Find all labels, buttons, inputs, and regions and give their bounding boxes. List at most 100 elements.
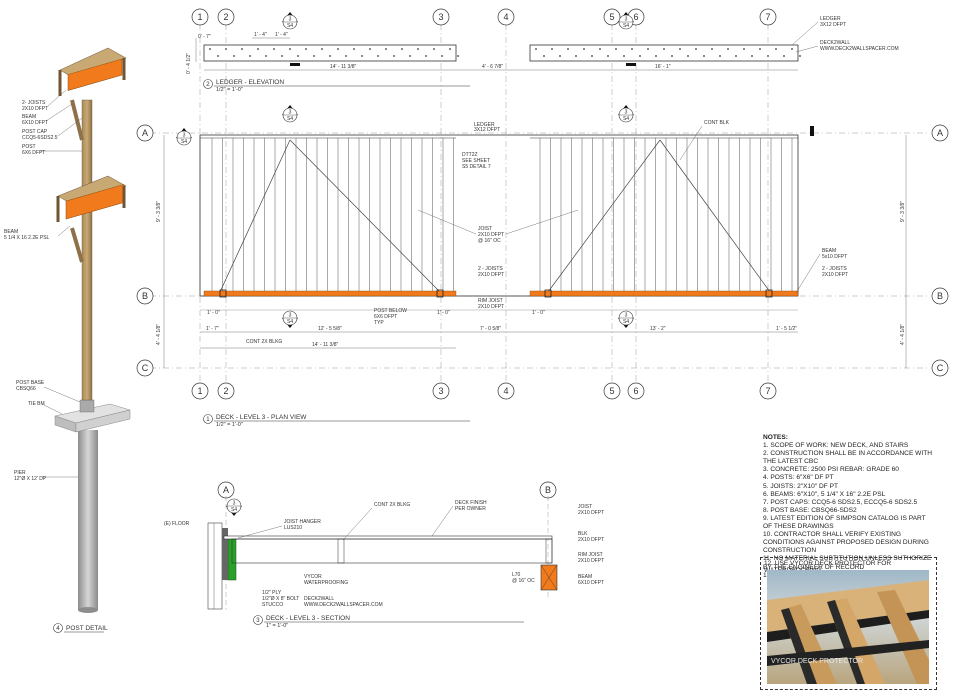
section-marker-6: 3S4 [618, 310, 634, 328]
sec-vycor: VYCOR [304, 574, 322, 580]
elev-dim-1: 1' - 4" [254, 32, 267, 38]
post-post: POST [22, 144, 36, 150]
elev-dim-2: 1' - 4" [275, 32, 288, 38]
section-grid-a: A [223, 485, 229, 495]
plan-dim-left-2: 4' - 4 1/8" [156, 324, 162, 345]
sec-scale: 1" = 1'-0" [266, 623, 288, 629]
notes-heading: NOTES: [763, 434, 788, 441]
section-marker-num: 3 [625, 17, 628, 23]
sec-stucco: STUCCO [262, 602, 283, 608]
plan-dim-a: 1' - 0" [207, 310, 220, 316]
grid-bottom-7: 7 [765, 386, 770, 396]
sec-bolt: 1/2"Ø X 8" BOLT [262, 596, 299, 602]
note-line: 3. CONCRETE: 2500 PSI REBAR: GRADE 60 [763, 466, 899, 474]
post-beam-psl-2: 5 1/4 X 16 2.2E PSL [4, 235, 50, 241]
sec-l70: L70 [512, 572, 521, 578]
waterproofing-box: 12. USE VYCOR DECK PROTECTOR FOR WATERPR… [760, 557, 937, 690]
sec-blk: BLK [578, 531, 588, 537]
sec-finish: DECK FINISH [455, 500, 487, 506]
note-line: OF THESE DRAWINGS [763, 523, 834, 531]
note-line: 2. CONSTRUCTION SHALL BE IN ACCORDANCE W… [763, 450, 933, 458]
plan-post-below: POST BELOW [374, 308, 407, 314]
elev-dim-7: 16' - 1" [655, 64, 671, 70]
plan-post-below-3: TYP [374, 320, 384, 326]
plan-dim-j: 14' - 11 3/8" [312, 342, 338, 348]
post-joists: 2- JOISTS [22, 100, 46, 106]
deck-section: (E) FLOOR JOIST HANGER LUS210 CONT 2X BL… [164, 496, 604, 629]
grid-bottom-3: 3 [438, 386, 443, 396]
plan-dtt: DTT2Z [462, 152, 478, 158]
sec-vycor-2: WATERPROOFING [304, 580, 348, 586]
plan-dim-i: 1' - 5 1/2" [776, 326, 797, 332]
plan-dim-b: 1' - 0" [437, 310, 450, 316]
note-line: CONDITIONS AGAINST PROPOSED DESIGN DURIN… [763, 539, 929, 547]
section-marker-sheet: S4 [623, 23, 629, 29]
grid-row-right-0: A [937, 128, 943, 138]
post-tie: TIE BM [28, 401, 45, 407]
photo-brand-text: VYCOR DECK PROTECTOR [771, 658, 863, 665]
grid-top-4: 4 [503, 12, 508, 22]
post-beam-2: 6X10 DFPT [22, 120, 48, 126]
section-marker-sheet: S4 [287, 116, 293, 122]
elev-ledger-size: 3X12 DFPT [820, 22, 846, 28]
post-base-2: CBSQ66 [16, 386, 36, 392]
note-line: 4. POSTS: 6"X6" DF PT [763, 474, 834, 482]
sec-beam: BEAM [578, 574, 592, 580]
plan-title: DECK - LEVEL 3 - PLAN VIEW [216, 414, 307, 421]
note-line: 6. BEAMS: 6"X10", 5 1/4" X 16" 2.2E PSL [763, 490, 886, 498]
note-line: 5. JOISTS: 2"X10" DF PT [763, 482, 839, 490]
ledger-elevation: 14' - 11 3/8" 4' - 6 7/8" 16' - 1" 1' - … [186, 16, 899, 93]
sec-hanger-2: LUS210 [284, 525, 302, 531]
sec-blk-2: 2X10 DFPT [578, 537, 604, 543]
section-marker-num: 3 [233, 501, 236, 507]
sec-cont-blkg: CONT 2X BLKG [374, 502, 410, 508]
plan-dtt-2: SEE SHEET [462, 158, 490, 164]
section-marker-sheet: S4 [181, 139, 187, 145]
grid-row-left-0: A [142, 128, 148, 138]
section-marker-4: 3S4 [618, 105, 634, 123]
grid-top-2: 2 [223, 12, 228, 22]
grid-bottom-1: 1 [197, 386, 202, 396]
grid-row-left-2: C [142, 363, 149, 373]
note-line: 8. POST BASE: CBSQ66-SDS2 [763, 506, 857, 514]
note-line: BY THE ENGINEER OF RECORD [763, 563, 865, 571]
section-marker-num: 3 [289, 313, 292, 319]
grid-row-right-2: C [937, 363, 944, 373]
sec-title: DECK - LEVEL 3 - SECTION [266, 615, 350, 622]
general-notes: NOTES: 1. SCOPE OF WORK: NEW DECK, AND S… [763, 434, 953, 580]
grid-lines [150, 24, 930, 384]
section-marker-num: 3 [289, 110, 292, 116]
plan-dim-right-2: 4' - 4 1/8" [900, 324, 906, 345]
plan-dim-c: 1' - 0" [532, 310, 545, 316]
note-line: CONSTRUCTION [763, 547, 817, 555]
plan-joists2-b: 2X10 DFPT [478, 272, 504, 278]
section-marker-7: 3S4 [176, 128, 192, 146]
post-pier: PIER [14, 470, 26, 476]
post-post-2: 6X6 DFPT [22, 150, 45, 156]
plan-post-below-2: 6X6 DFPT [374, 314, 397, 320]
deck-protector-photo: VYCOR DECK PROTECTOR [767, 570, 929, 684]
section-marker-num: 3 [183, 133, 186, 139]
plan-scale: 1/2" = 1'-0" [216, 422, 243, 428]
post-beam-psl: BEAM [4, 229, 18, 235]
grid-top-6: 6 [633, 12, 638, 22]
elev-deck2wall: DECK2WALL [820, 40, 850, 46]
section-marker-2: 3S4 [618, 12, 634, 30]
plan-rim: RIM JOIST [478, 298, 503, 304]
sec-hanger: JOIST HANGER [284, 519, 321, 525]
section-marker-sheet: S4 [231, 507, 237, 513]
grid-top-5: 5 [609, 12, 614, 22]
section-marker-sheet: S4 [287, 319, 293, 325]
post-title-num: 4 [56, 626, 60, 632]
section-marker-5: 3S4 [282, 310, 298, 328]
elev-scale: 1/2" = 1'-0" [216, 87, 243, 93]
section-grid-b: B [545, 485, 551, 495]
post-cap: POST CAP [22, 129, 48, 135]
plan-cont-blkg: CONT 2X BLKG [246, 339, 282, 345]
plan-dim-e: 1' - 7" [206, 326, 219, 332]
elev-ledger-label: LEDGER [820, 16, 841, 22]
plan-joists2-right: 2 - JOISTS [822, 266, 847, 272]
